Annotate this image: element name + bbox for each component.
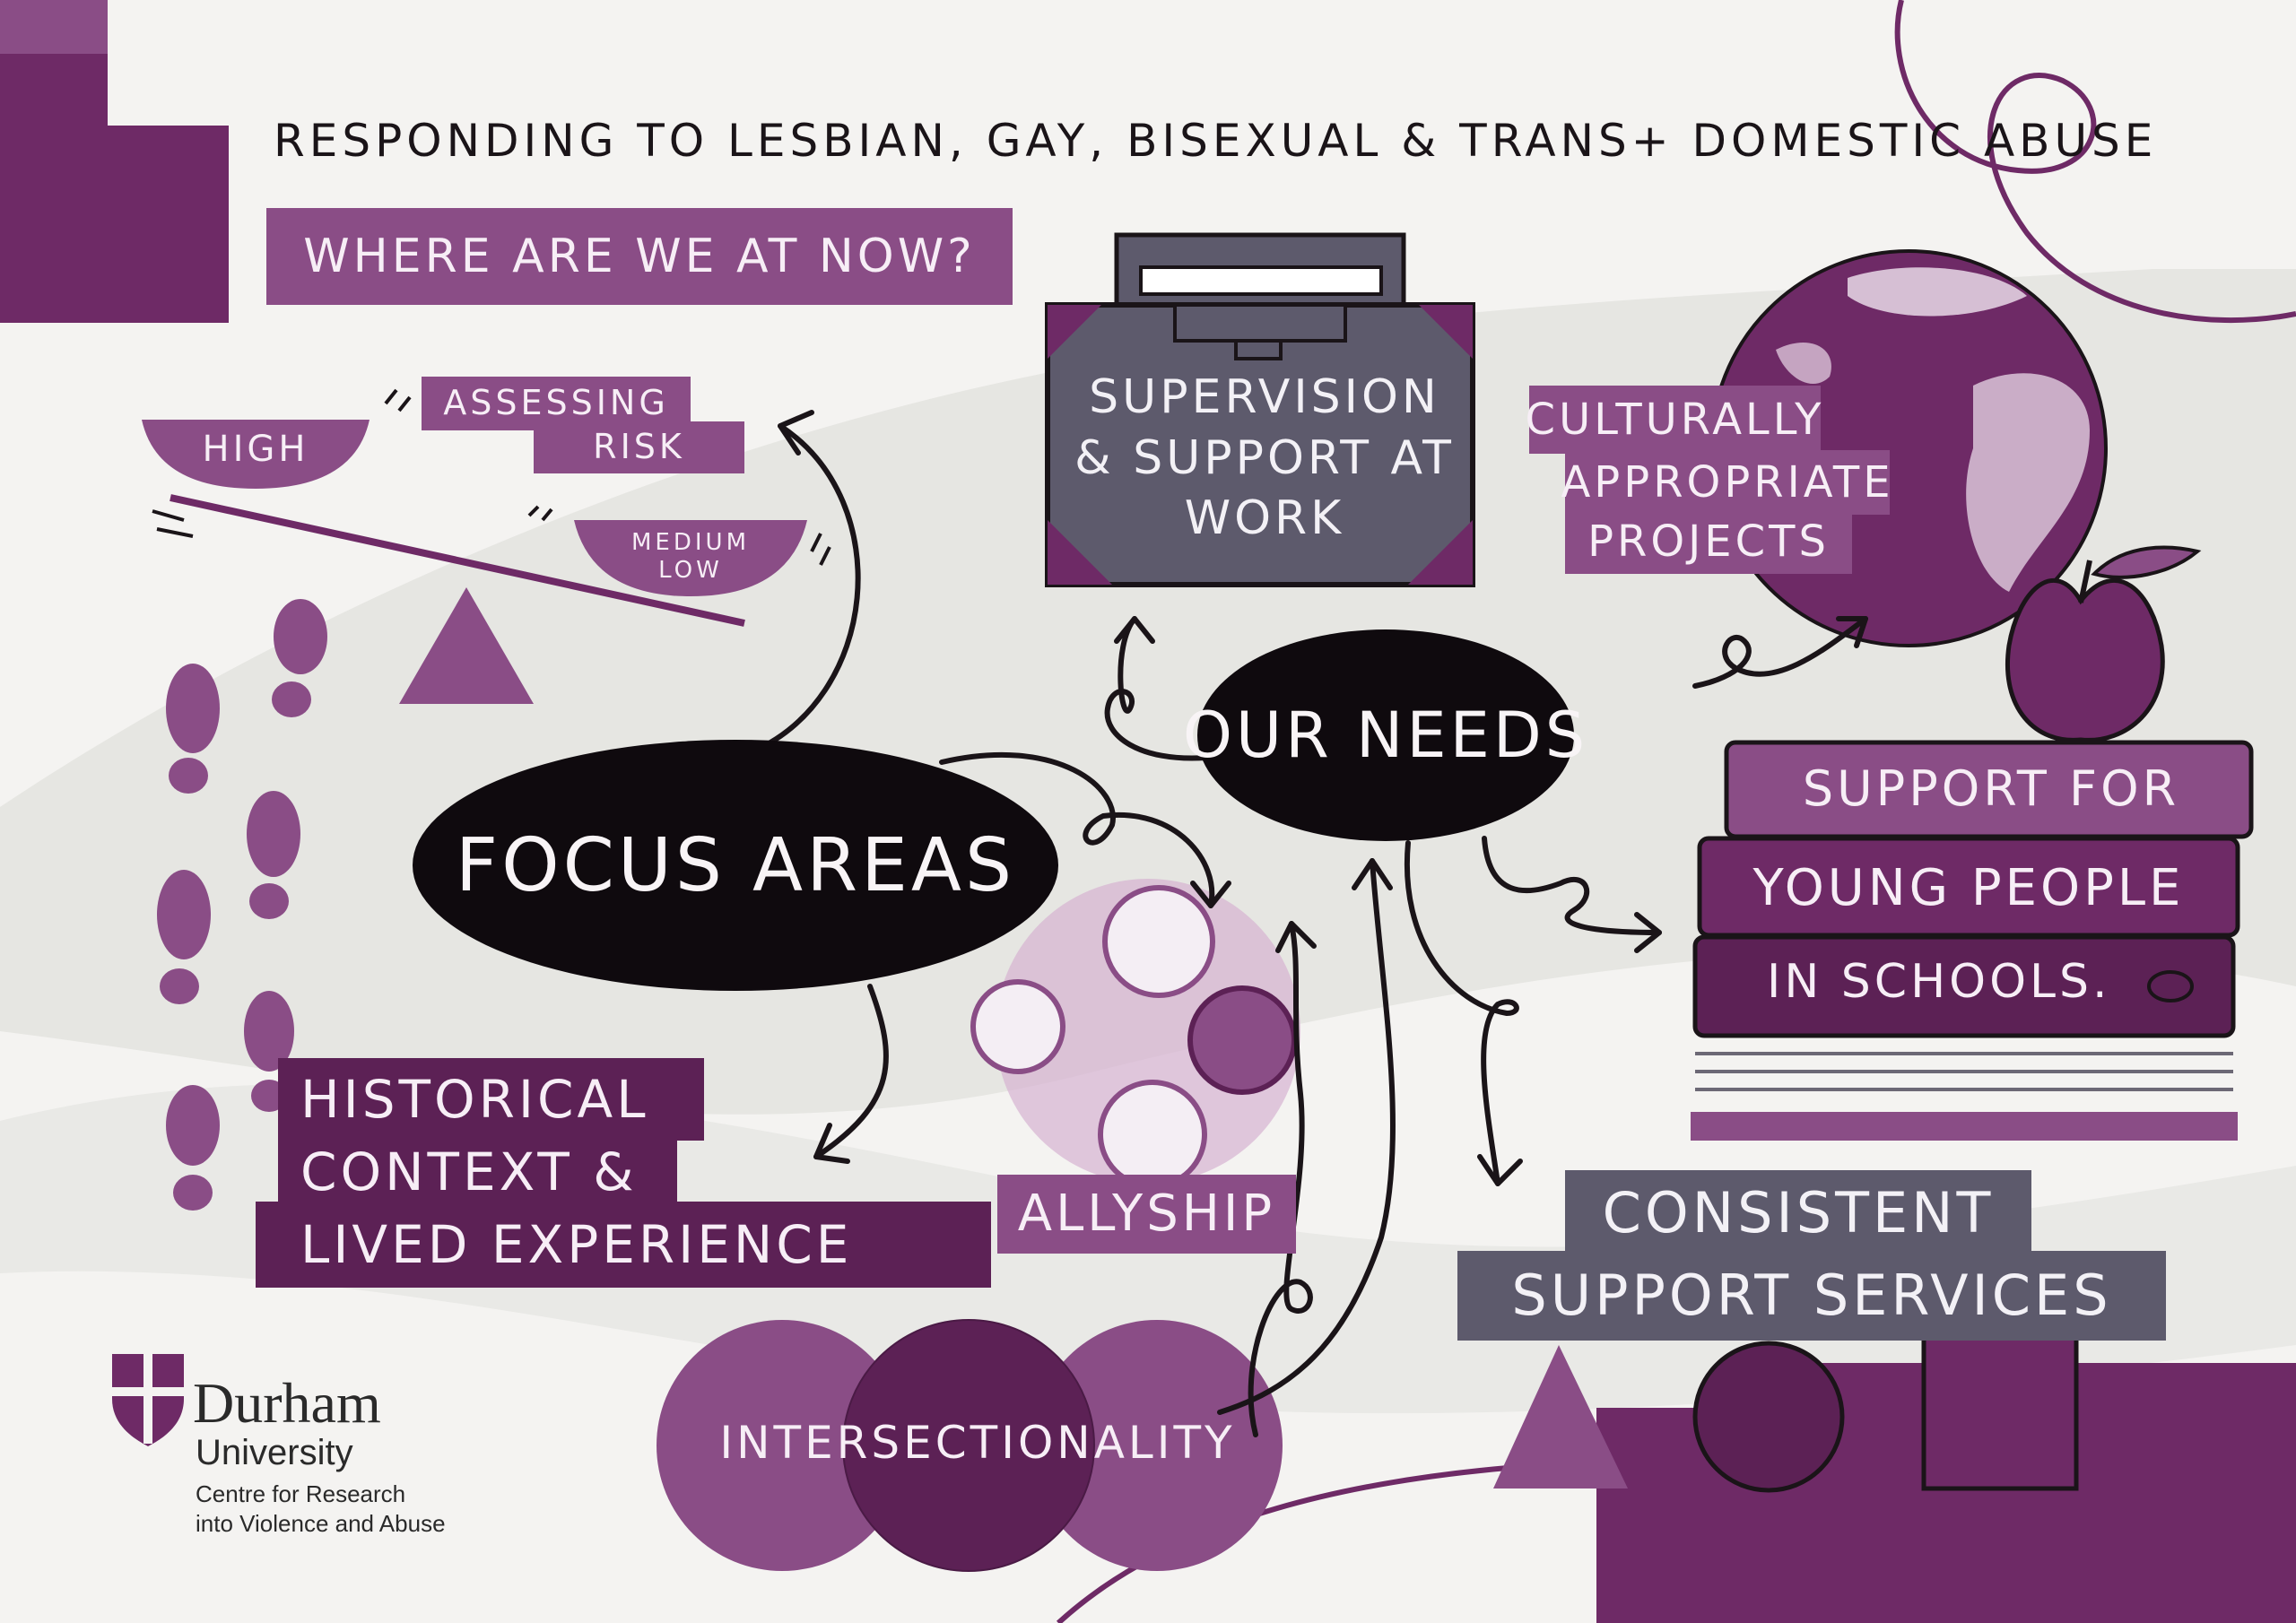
allyship-text: ALLYSHIP	[1017, 1185, 1276, 1243]
culturally-text: CULTURALLY	[1525, 395, 1825, 445]
connector-arrows	[746, 410, 1868, 1437]
consistent-text: CONSISTENT	[1602, 1179, 1995, 1245]
support-for-text: SUPPORT FOR	[1802, 760, 2180, 817]
risk-label: RISK	[534, 421, 744, 473]
appropriate-label: APPROPRIATE	[1561, 450, 1891, 515]
high-label: HIGH	[202, 429, 309, 470]
intersectionality-text: INTERSECTIONALITY	[719, 1417, 1236, 1469]
people-circle-icon	[970, 879, 1300, 1189]
footprints-icon	[157, 599, 327, 1211]
our-needs-text: OUR NEEDS	[1182, 699, 1589, 772]
centre-line-2: into Violence and Abuse	[196, 1509, 446, 1537]
supervision-line-3: WORK	[1184, 491, 1345, 546]
apple-icon	[2005, 545, 2202, 742]
university-name: University	[196, 1433, 353, 1472]
risk-scale-icon	[142, 388, 831, 704]
arrow-needs-to-consistent	[1404, 840, 1519, 1186]
arrow-needs-to-books	[1482, 836, 1662, 935]
centre-line-1: Centre for Research	[196, 1480, 406, 1507]
arrow-needs-to-supervision	[1104, 616, 1209, 761]
medium-text: MEDIUM	[631, 529, 750, 556]
where-are-we-label: WHERE ARE WE AT NOW?	[266, 208, 1013, 305]
context-label: CONTEXT &	[278, 1132, 677, 1212]
page-title: RESPONDING TO LESBIAN, GAY, BISEXUAL & T…	[274, 115, 2158, 167]
corner-block-accent	[0, 0, 108, 54]
shapes-icon	[1493, 1333, 2079, 1493]
in-schools-text: IN SCHOOLS.	[1767, 955, 2111, 1009]
supervision-line-2: & SUPPORT AT	[1074, 430, 1455, 485]
arrow-intersectionality-to-needs	[1217, 858, 1396, 1415]
culturally-label: CULTURALLY	[1526, 386, 1821, 454]
durham-shield-icon	[112, 1354, 184, 1446]
our-needs-ellipse	[1197, 629, 1574, 841]
low-text: LOW	[658, 557, 723, 585]
arrow-focus-to-allyship	[939, 751, 1215, 908]
consistent-label: CONSISTENT	[1565, 1170, 2031, 1255]
support-services-label: SUPPORT SERVICES	[1457, 1251, 2166, 1341]
context-text: CONTEXT &	[300, 1141, 638, 1202]
books-stack-icon	[1691, 740, 2254, 1141]
young-people-text: YOUNG PEOPLE	[1752, 859, 2185, 917]
arrow-focus-to-historical	[813, 984, 889, 1159]
support-services-text: SUPPORT SERVICES	[1511, 1263, 2112, 1329]
projects-label: PROJECTS	[1565, 509, 1852, 574]
durham-name: Durham	[193, 1371, 381, 1435]
supervision-line-1: SUPERVISION	[1089, 370, 1440, 424]
arrow-focus-to-risk	[746, 423, 861, 756]
lived-experience-text: LIVED EXPERIENCE	[300, 1213, 853, 1275]
durham-logo: Durham University Centre for Research in…	[108, 1350, 574, 1547]
curly-line-decoration	[1894, 0, 2296, 324]
assessing-text: ASSESSING	[443, 383, 669, 423]
arrow-loop-to-needs	[1248, 921, 1313, 1437]
appropriate-text: APPROPRIATE	[1561, 457, 1894, 508]
allyship-label: ALLYSHIP	[997, 1175, 1296, 1254]
corner-block-cutout	[108, 0, 229, 126]
historical-label: HISTORICAL	[278, 1058, 704, 1141]
arrow-needs-to-culturally	[1692, 616, 1868, 689]
venn-diagram-icon	[657, 1319, 1283, 1572]
briefcase-icon	[1045, 232, 1475, 587]
supervision-label: SUPERVISION & SUPPORT AT WORK	[1067, 368, 1462, 550]
risk-text: RISK	[593, 427, 685, 467]
historical-text: HISTORICAL	[300, 1068, 649, 1130]
where-are-we-text: WHERE ARE WE AT NOW?	[303, 229, 976, 283]
focus-areas-text: FOCUS AREAS	[455, 822, 1016, 908]
lived-experience-label: LIVED EXPERIENCE	[256, 1202, 991, 1288]
focus-areas-ellipse	[413, 740, 1058, 991]
centre-name: Centre for Research into Violence and Ab…	[196, 1480, 446, 1538]
projects-text: PROJECTS	[1587, 516, 1830, 567]
medium-low-label: MEDIUM LOW	[583, 529, 798, 585]
